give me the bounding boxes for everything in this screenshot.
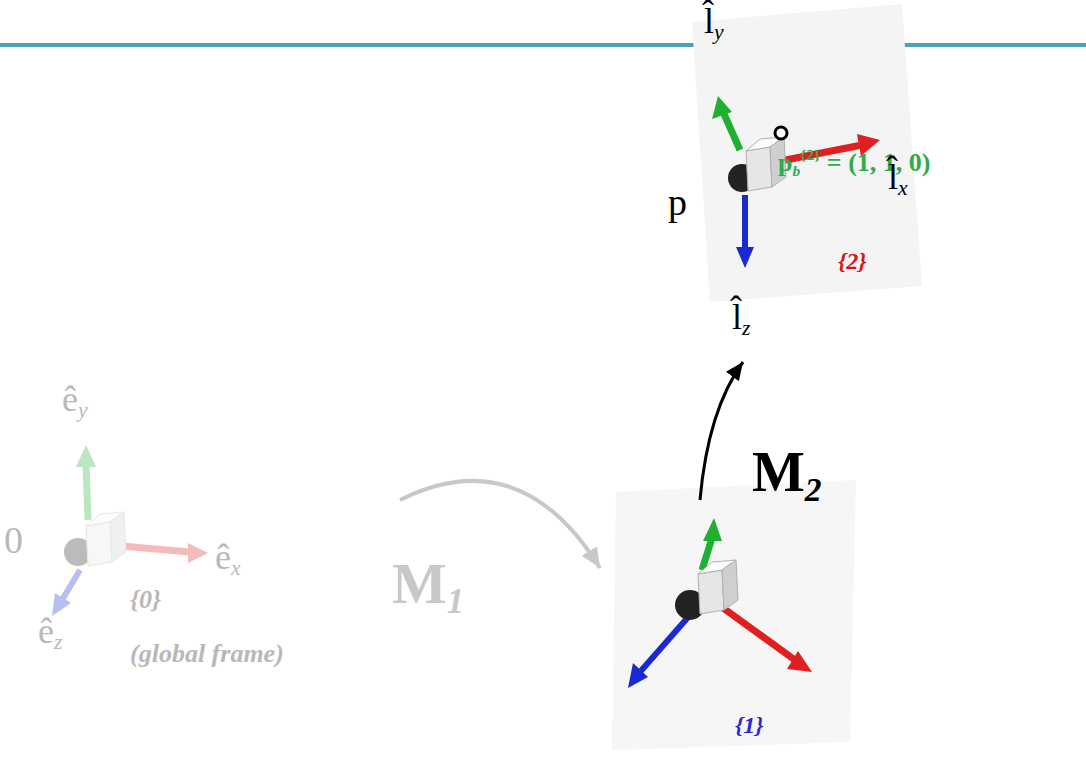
- subscript: y: [78, 398, 88, 422]
- subscript: z: [742, 316, 750, 340]
- header-rule: [0, 43, 1086, 47]
- drawing-part: [628, 663, 648, 688]
- axis-label: êx: [215, 538, 241, 581]
- frame-0: [52, 445, 208, 616]
- drawing-part: [698, 560, 738, 614]
- axis-label: l̂z: [732, 298, 750, 341]
- text-run: ê: [62, 379, 78, 419]
- axis-label: êz: [38, 612, 62, 655]
- drawing-part: [742, 195, 748, 250]
- transform-label: M2: [752, 442, 822, 509]
- drawing-part: [724, 114, 740, 150]
- drawing-part: [712, 96, 732, 119]
- drawing-part: [703, 518, 722, 541]
- text-run: M: [392, 551, 447, 616]
- frame-name: {1}: [735, 712, 764, 738]
- transform-label: M1: [392, 552, 464, 622]
- frame-name: {0}: [130, 586, 161, 615]
- drawing-part: [52, 593, 71, 616]
- drawing-part: [188, 543, 208, 563]
- text-run: = (1, 1, 0): [820, 148, 930, 177]
- point-coordinates: pb{2} = (1, 1, 0): [778, 146, 931, 179]
- drawing-part: [787, 651, 812, 672]
- text-run: ê: [38, 611, 54, 651]
- subscript: z: [54, 630, 62, 654]
- drawing-part: [736, 247, 754, 268]
- text-run: l̂: [704, 1, 714, 41]
- subscript: x: [231, 556, 241, 580]
- superscript: {2}: [800, 146, 820, 163]
- drawing-part: [86, 465, 88, 520]
- drawing-part: [62, 570, 80, 600]
- axis-label: l̂x: [888, 158, 908, 201]
- text-run: M: [752, 441, 805, 503]
- frame-panel: [612, 480, 856, 750]
- subscript: 2: [805, 471, 822, 508]
- frame-one: {1}: [600, 500, 850, 755]
- frame-two: {2}: [680, 0, 920, 362]
- drawing-part: [76, 445, 96, 467]
- transform-arrow: [700, 362, 743, 500]
- subscript: y: [714, 20, 724, 44]
- text-run: l̂: [888, 157, 898, 197]
- text-run: l̂: [732, 297, 742, 337]
- frame-caption: (global frame): [130, 640, 284, 669]
- subscript: b: [792, 162, 800, 179]
- axis-label: l̂y: [704, 2, 724, 45]
- drawing-part: [640, 615, 690, 672]
- frame-name: {2}: [838, 248, 867, 274]
- frame-2: [712, 96, 880, 268]
- subscript: x: [898, 176, 908, 200]
- origin-label: p: [668, 182, 687, 224]
- subscript: 1: [447, 582, 464, 621]
- frame-1: [628, 518, 812, 688]
- origin-label: 0: [4, 520, 23, 562]
- drawing-part: [86, 512, 126, 566]
- text-run: p: [778, 148, 792, 177]
- point-marker: [775, 127, 787, 139]
- text-run: ê: [215, 537, 231, 577]
- axis-label: êy: [62, 380, 88, 423]
